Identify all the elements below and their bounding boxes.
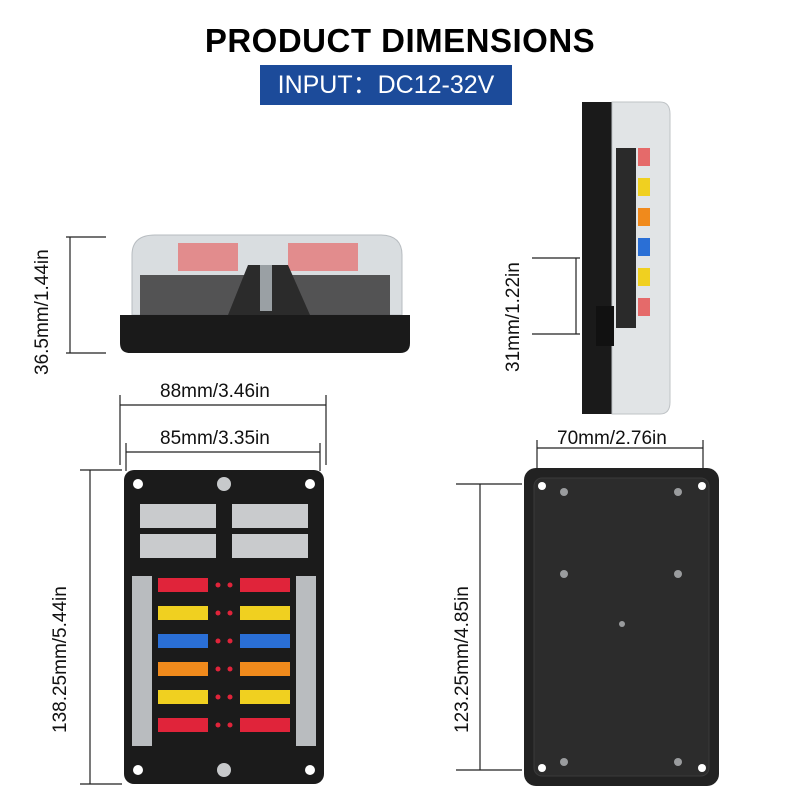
fuse-right-5 bbox=[240, 690, 290, 704]
fuse-left-5 bbox=[158, 690, 208, 704]
back-length-label: 123.25mm/4.85in bbox=[452, 586, 473, 733]
fuse-right-1 bbox=[240, 578, 290, 592]
fuse-indicator-led bbox=[215, 666, 221, 672]
fuse-left-3 bbox=[158, 634, 208, 648]
fuse-indicator-led bbox=[227, 666, 233, 672]
fuse-indicator-led bbox=[227, 610, 233, 616]
back-width-label: 70mm/2.76in bbox=[557, 428, 667, 449]
fuse-indicator-led bbox=[215, 582, 221, 588]
top-view-image bbox=[80, 466, 340, 786]
input-voltage-badge: INPUT：DC12-32V bbox=[260, 65, 512, 105]
fuse-right-4 bbox=[240, 662, 290, 676]
fuse-left-4 bbox=[158, 662, 208, 676]
fuse-indicator-led bbox=[227, 722, 233, 728]
fuse-indicator-led bbox=[215, 638, 221, 644]
front-height-label: 36.5mm/1.44in bbox=[32, 249, 53, 375]
fuse-indicator-led bbox=[227, 694, 233, 700]
back-view-image bbox=[452, 464, 727, 790]
fuse-right-2 bbox=[240, 606, 290, 620]
fuse-left-6 bbox=[158, 718, 208, 732]
fuse-indicator-led bbox=[215, 694, 221, 700]
inner-width-label: 85mm/3.35in bbox=[160, 428, 270, 449]
fuse-indicator-led bbox=[215, 722, 221, 728]
fuse-right-6 bbox=[240, 718, 290, 732]
fuse-left-1 bbox=[158, 578, 208, 592]
fuse-indicator-led bbox=[227, 582, 233, 588]
fuse-right-3 bbox=[240, 634, 290, 648]
width-brackets bbox=[118, 395, 333, 475]
side-view-image bbox=[520, 98, 680, 418]
side-height-label: 31mm/1.22in bbox=[503, 262, 524, 372]
fuse-indicator-led bbox=[215, 610, 221, 616]
top-length-label: 138.25mm/5.44in bbox=[50, 586, 71, 733]
fuse-indicator-led bbox=[227, 638, 233, 644]
outer-width-label: 88mm/3.46in bbox=[160, 381, 270, 402]
page-title: PRODUCT DIMENSIONS bbox=[204, 22, 596, 59]
front-view-image bbox=[60, 225, 410, 365]
fuse-left-2 bbox=[158, 606, 208, 620]
